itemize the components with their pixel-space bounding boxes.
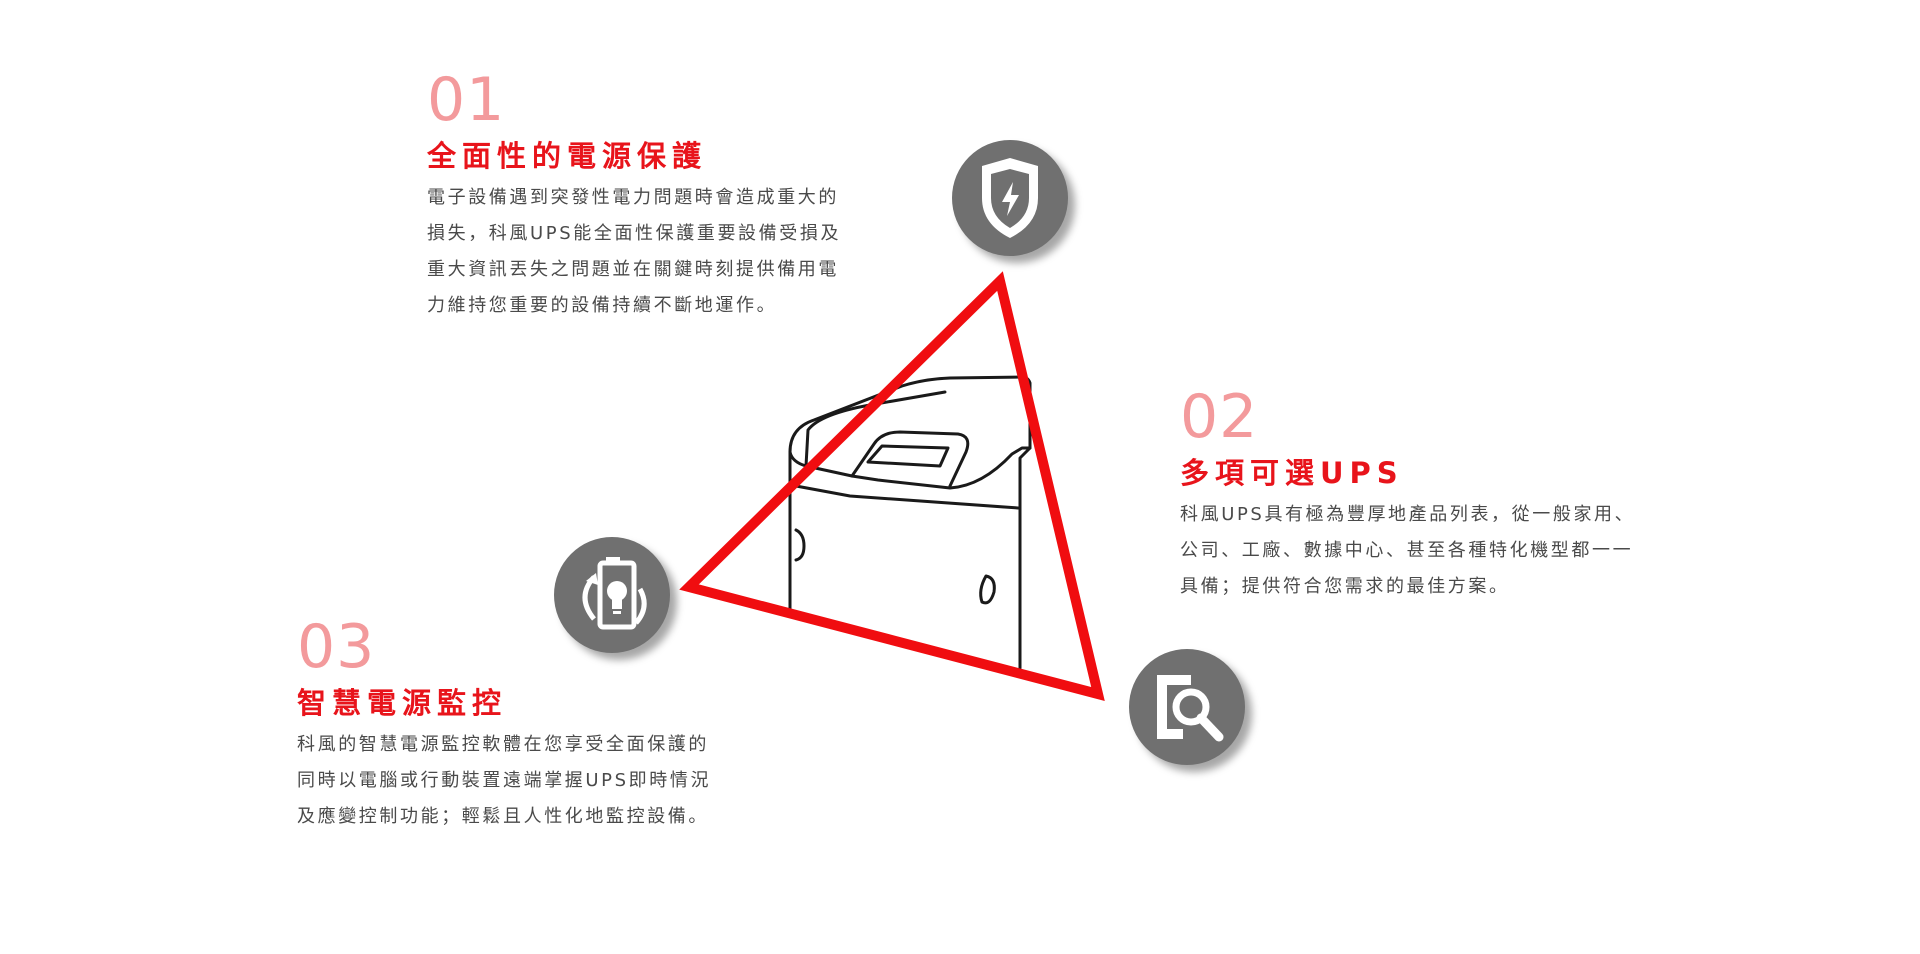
description-line: 損失，科風UPS能全面性保護重要設備受損及 <box>427 223 842 244</box>
feature-title: 全面性的電源保護 <box>427 139 708 173</box>
feature-block-power-protection: 01 全面性的電源保護 電子設備遇到突發性電力問題時會造成重大的 損失，科風UP… <box>427 70 841 324</box>
feature-number: 03 <box>297 612 376 682</box>
feature-title: 智慧電源監控 <box>297 686 508 720</box>
description-line: 同時以電腦或行動裝置遠端掌握UPS即時情況 <box>297 770 712 791</box>
feature-number: 01 <box>427 65 506 135</box>
description-line: 公司、工廠、數據中心、甚至各種特化機型都一一 <box>1180 540 1634 561</box>
document-search-icon <box>1129 649 1245 765</box>
description-line: 電子設備遇到突發性電力問題時會造成重大的 <box>427 187 839 208</box>
feature-block-ups-selection: 02 多項可選UPS 科風UPS具有極為豐厚地產品列表，從一般家用、 公司、工廠… <box>1180 387 1635 605</box>
description-line: 科風的智慧電源監控軟體在您享受全面保護的 <box>297 734 709 755</box>
red-triangle <box>679 271 1105 701</box>
description-line: 重大資訊丟失之問題並在關鍵時刻提供備用電 <box>427 259 839 280</box>
battery-bulb-cycle-icon <box>554 537 670 653</box>
feature-description: 電子設備遇到突發性電力問題時會造成重大的 損失，科風UPS能全面性保護重要設備受… <box>427 180 841 324</box>
feature-number: 02 <box>1180 382 1259 452</box>
description-line: 具備；提供符合您需求的最佳方案。 <box>1180 576 1510 597</box>
description-line: 力維持您重要的設備持續不斷地運作。 <box>427 295 778 316</box>
description-line: 科風UPS具有極為豐厚地產品列表，從一般家用、 <box>1180 504 1636 525</box>
feature-description: 科風的智慧電源監控軟體在您享受全面保護的 同時以電腦或行動裝置遠端掌握UPS即時… <box>297 727 711 835</box>
feature-description: 科風UPS具有極為豐厚地產品列表，從一般家用、 公司、工廠、數據中心、甚至各種特… <box>1180 497 1635 605</box>
ups-device-sketch <box>788 375 1032 670</box>
shield-lightning-icon <box>952 140 1068 256</box>
feature-title: 多項可選UPS <box>1180 456 1404 490</box>
description-line: 及應變控制功能；輕鬆且人性化地監控設備。 <box>297 806 709 827</box>
feature-block-smart-monitoring: 03 智慧電源監控 科風的智慧電源監控軟體在您享受全面保護的 同時以電腦或行動裝… <box>297 617 711 835</box>
